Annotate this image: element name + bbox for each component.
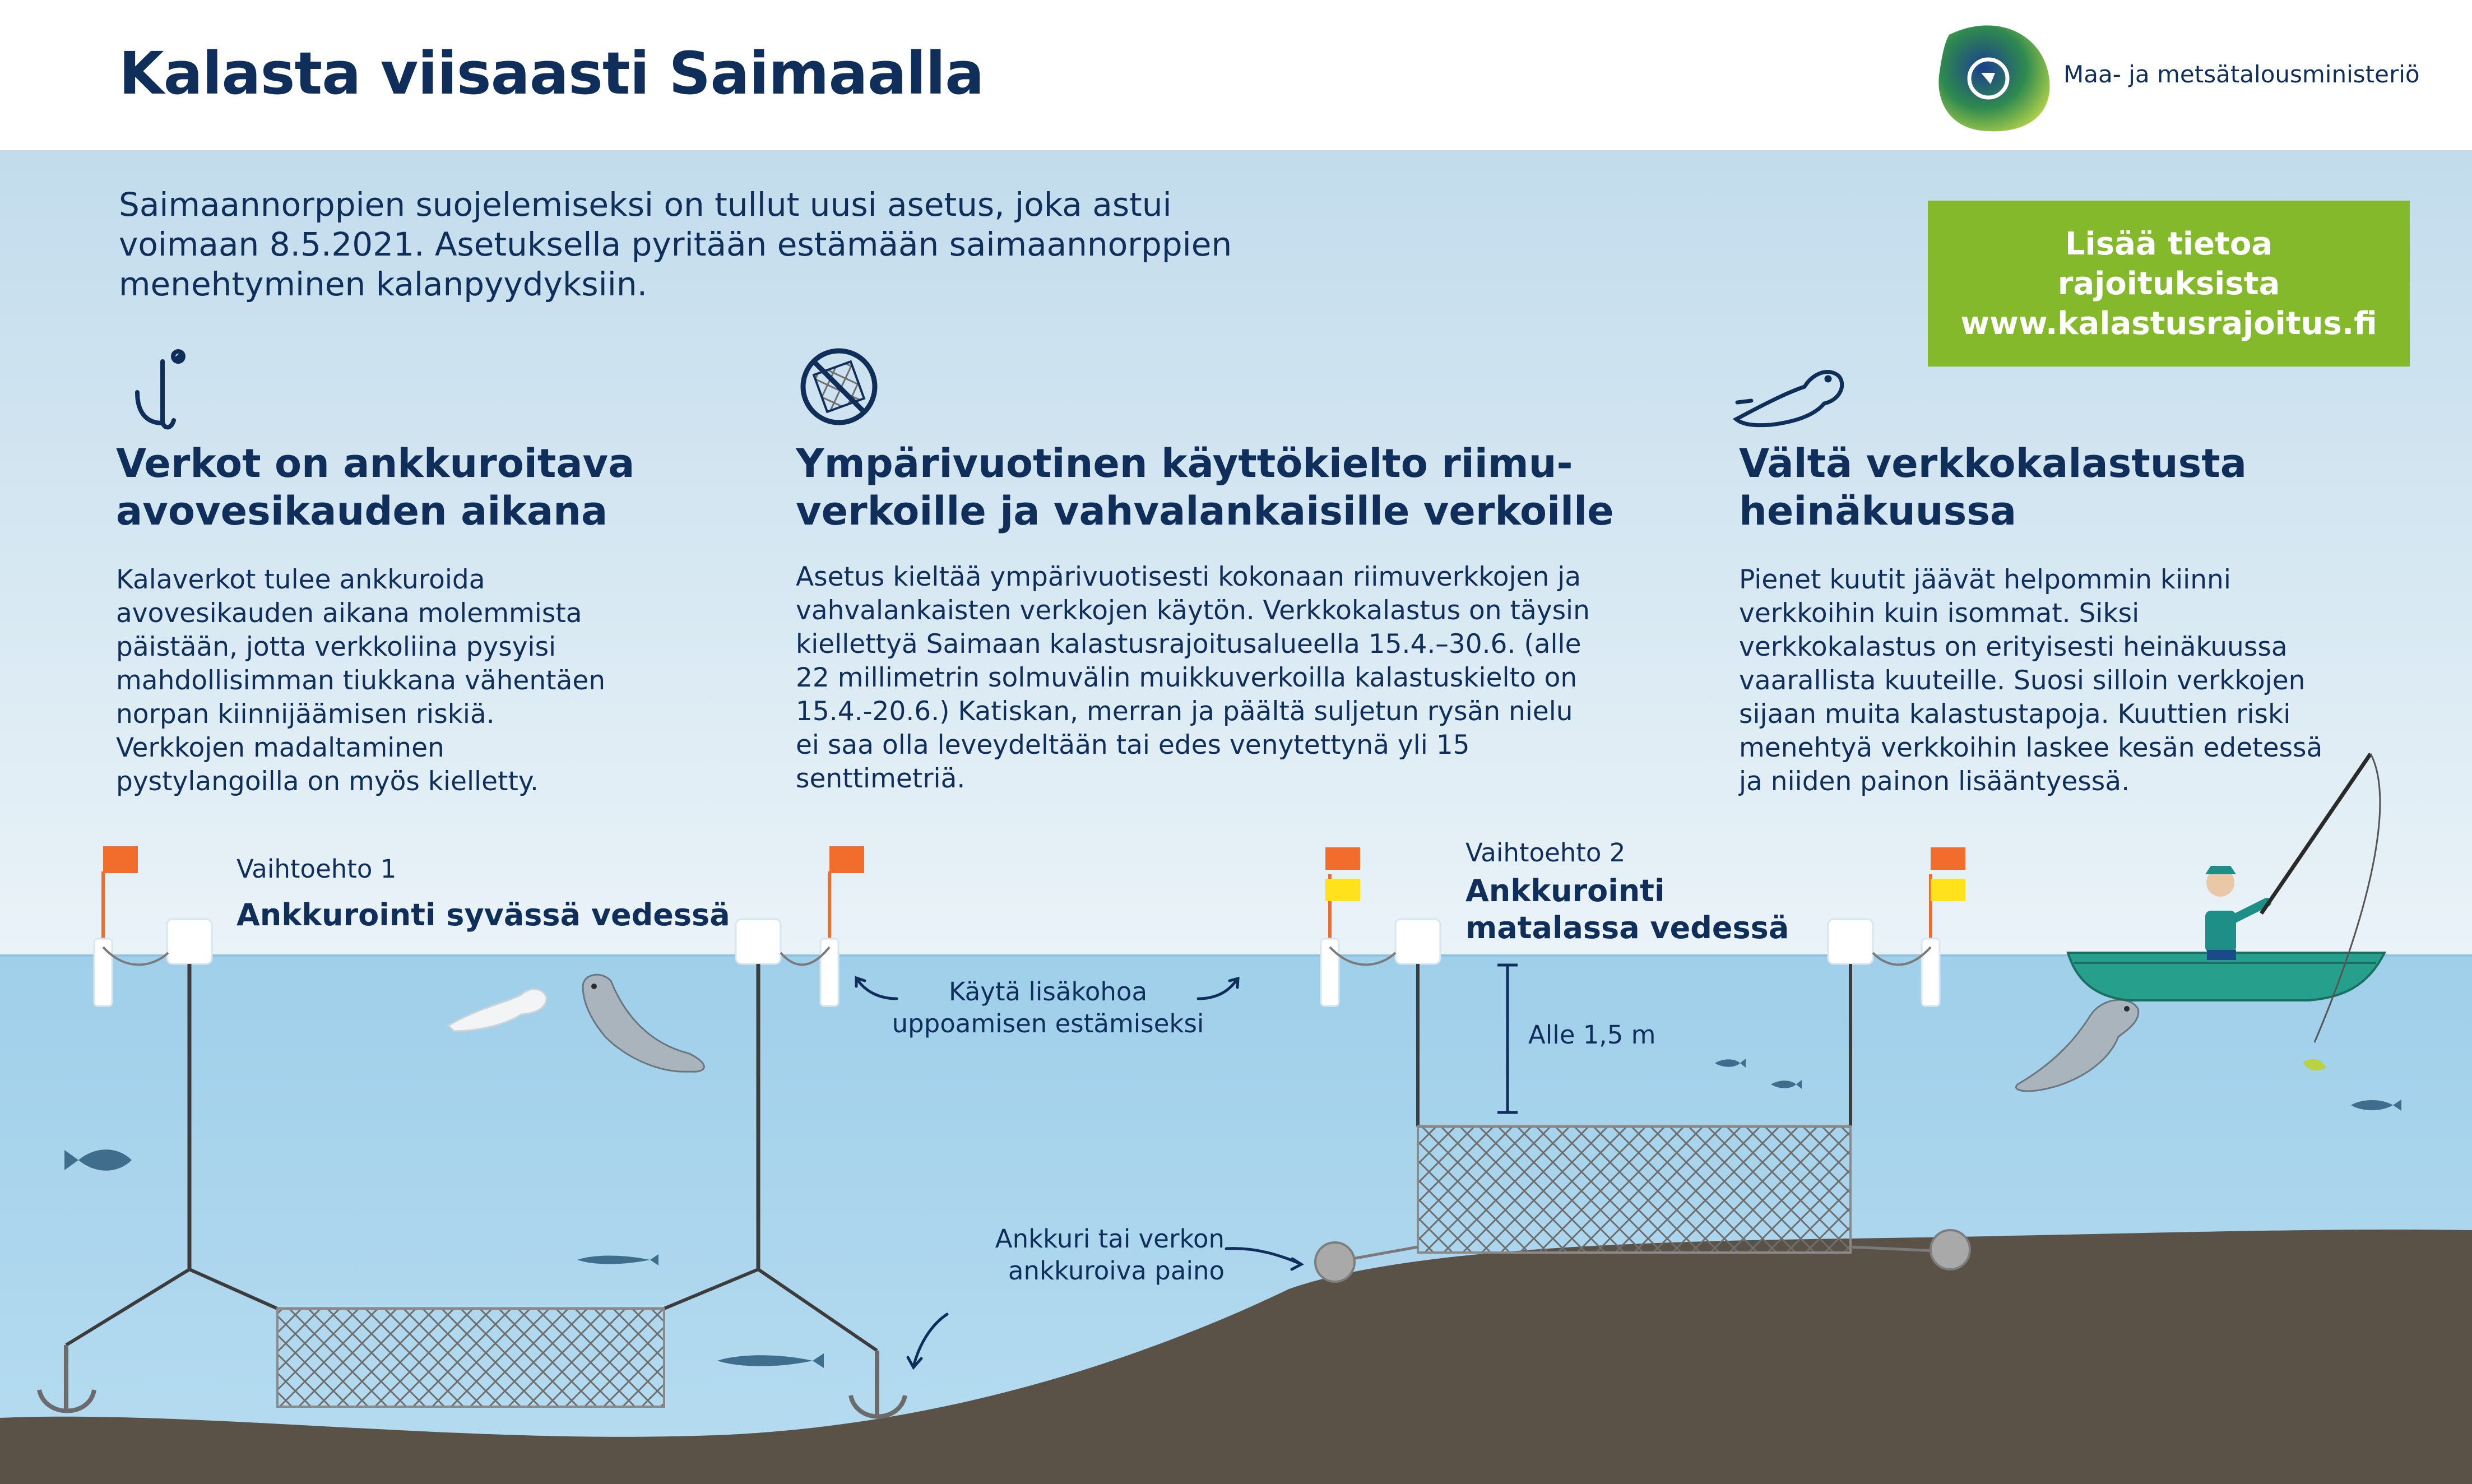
anchor-note: Ankkuri tai verkon ankkuroiva paino: [995, 1224, 1225, 1286]
seal-ringed-adult: [582, 973, 705, 1073]
marker-flag-right: [829, 846, 864, 873]
ministry-logo: [1938, 25, 2050, 132]
no-net-icon: [800, 348, 878, 425]
anchor-icon: [135, 349, 185, 430]
seal-icon: [1732, 370, 1844, 428]
marker-flag-left-2: [1325, 847, 1360, 870]
cta-url-link[interactable]: www.kalastusrajoitus.fi: [1960, 305, 2377, 342]
fish-pike-small: [577, 1254, 658, 1265]
anchor-weight-right: [1930, 1229, 1971, 1270]
marker-flag-right-2: [1931, 847, 1965, 870]
option2-label: Vaihtoehto 2: [1465, 838, 1626, 868]
gill-net-1: [276, 1307, 665, 1408]
seal-white-pup: [447, 988, 548, 1032]
anchor-weight-left: [1314, 1241, 1356, 1283]
column1-body: Kalaverkot tulee ankkuroida avovesikaude…: [116, 564, 606, 797]
fishing-boat: [2066, 952, 2387, 1001]
option1-title: Ankkurointi syvässä vedessä: [236, 897, 730, 933]
column2-body: Asetus kieltää ympärivuotisesti kokonaan…: [796, 562, 1590, 794]
annotation-arrows: [855, 976, 1305, 1370]
intro-text: Saimaannorppien suojelemiseksi on tullut…: [119, 186, 1232, 303]
marker-flag-left: [103, 846, 138, 873]
float-left: [166, 918, 213, 965]
ministry-name: Maa- ja metsätalousministeriö: [2063, 61, 2420, 88]
extra-float-note: Käytä lisäkohoa uppoamisen estämiseksi: [892, 977, 1204, 1038]
grapnel-anchor-left: [37, 1345, 96, 1413]
option1-rig: [37, 846, 907, 1419]
column3-title: Vältä verkkokalastusta heinäkuussa: [1739, 440, 2247, 534]
fish-group: [64, 1059, 2401, 1368]
seal-ringed-right: [2015, 999, 2140, 1092]
column3-body: Pienet kuutit jäävät helpommin kiinni ve…: [1739, 564, 2323, 797]
column1-title: Verkot on ankkuroitava avovesikauden aik…: [116, 440, 635, 534]
grapnel-anchor-right: [848, 1351, 907, 1419]
option2-rig: [1314, 847, 1971, 1283]
cta-line-1: Lisää tietoa: [2065, 225, 2273, 262]
gill-net-2: [1417, 1125, 1852, 1254]
lakebed: [0, 1229, 2472, 1484]
more-info-box[interactable]: Lisää tietoa rajoituksista www.kalastusr…: [1928, 201, 2410, 367]
cta-line-2: rajoituksista: [2057, 265, 2280, 302]
option2-title: Ankkurointi matalassa vedessä: [1465, 873, 1789, 945]
fish-pike: [717, 1353, 824, 1368]
option1-label: Vaihtoehto 1: [236, 854, 397, 884]
fishing-rod: [2260, 753, 2381, 1071]
depth-label: Alle 1,5 m: [1528, 1020, 1656, 1050]
fish-perch: [64, 1149, 132, 1171]
float-right: [735, 918, 782, 965]
column2-title: Ympärivuotinen käyttökielto riimu- verko…: [796, 440, 1614, 534]
page-title: Kalasta viisaasti Saimaalla: [119, 39, 984, 108]
fisherman: [2205, 866, 2271, 960]
